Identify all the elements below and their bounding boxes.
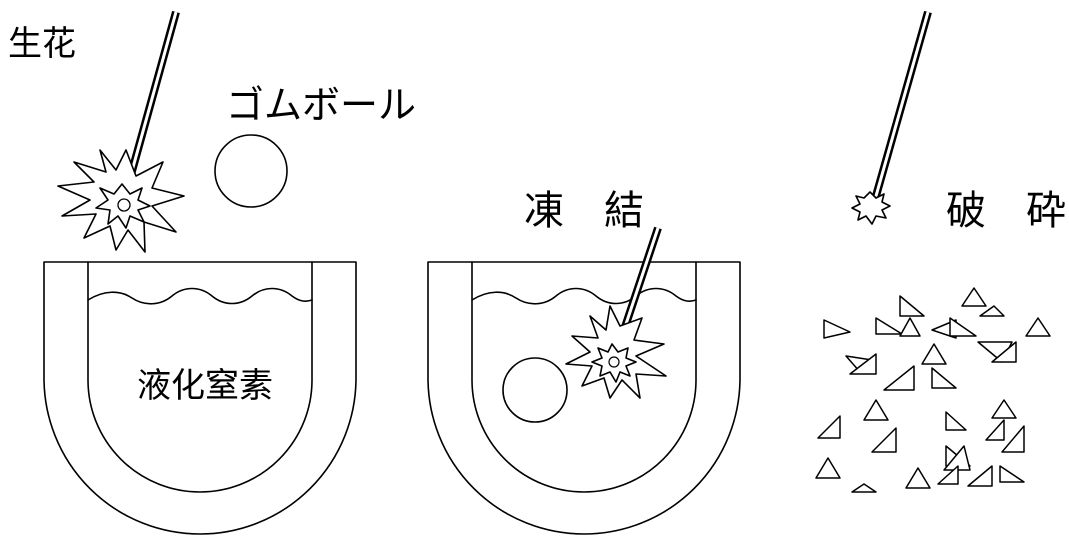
fragment [979, 305, 1005, 317]
dewar-vessel-1: 液化窒素 [43, 261, 357, 535]
panel-2-freezing: 凍 結 [427, 188, 741, 535]
sparks-label: 生花 [8, 24, 76, 64]
vessel-2-inner-wall [471, 261, 697, 493]
panel-1-before: 生花 ゴムボール [8, 10, 416, 253]
fragment [871, 427, 897, 453]
fragment [1001, 425, 1025, 453]
sparkler-rod-2 [620, 226, 662, 332]
fragment [961, 287, 987, 307]
vessel-1-liquid-surface [87, 287, 313, 305]
shattered-fragments [815, 287, 1051, 493]
hammer-rod [872, 10, 932, 198]
fragment [899, 295, 925, 317]
fragment [931, 367, 957, 389]
fragment [949, 317, 977, 337]
fragment [1025, 317, 1051, 337]
vessel-2-liquid-surface [471, 287, 697, 305]
rubber-ball [214, 134, 288, 208]
fragment [921, 343, 947, 365]
fragment [905, 467, 931, 489]
fragment [899, 317, 921, 337]
fragment [985, 419, 1005, 441]
fragment [945, 411, 967, 431]
fragment [875, 317, 903, 335]
fragment [937, 465, 959, 485]
fragment [823, 319, 851, 339]
small-spark [851, 191, 891, 225]
rubber-ball-label: ゴムボール [226, 83, 416, 127]
fragment [883, 365, 915, 391]
fragment [815, 457, 841, 479]
fragment [863, 399, 889, 421]
vessel-2-outer-wall [427, 261, 741, 535]
fragment [851, 483, 877, 493]
liquid-nitrogen-label: 液化窒素 [137, 366, 273, 406]
vessel-1-inner-wall [87, 261, 313, 493]
submerged-rubber-ball [502, 357, 568, 423]
spark-2-core [608, 356, 620, 368]
fragment [991, 341, 1017, 363]
spark-core [117, 198, 131, 212]
panel-3-shattering: 破 砕 [815, 10, 1066, 493]
fragment [817, 415, 841, 439]
fragment [967, 465, 993, 487]
fragment [991, 399, 1017, 419]
shatter-label: 破 砕 [946, 188, 1066, 234]
fragment [849, 353, 877, 375]
fragment [999, 465, 1025, 483]
freeze-label: 凍 結 [524, 188, 644, 234]
vessel-1-outer-wall [43, 261, 357, 535]
